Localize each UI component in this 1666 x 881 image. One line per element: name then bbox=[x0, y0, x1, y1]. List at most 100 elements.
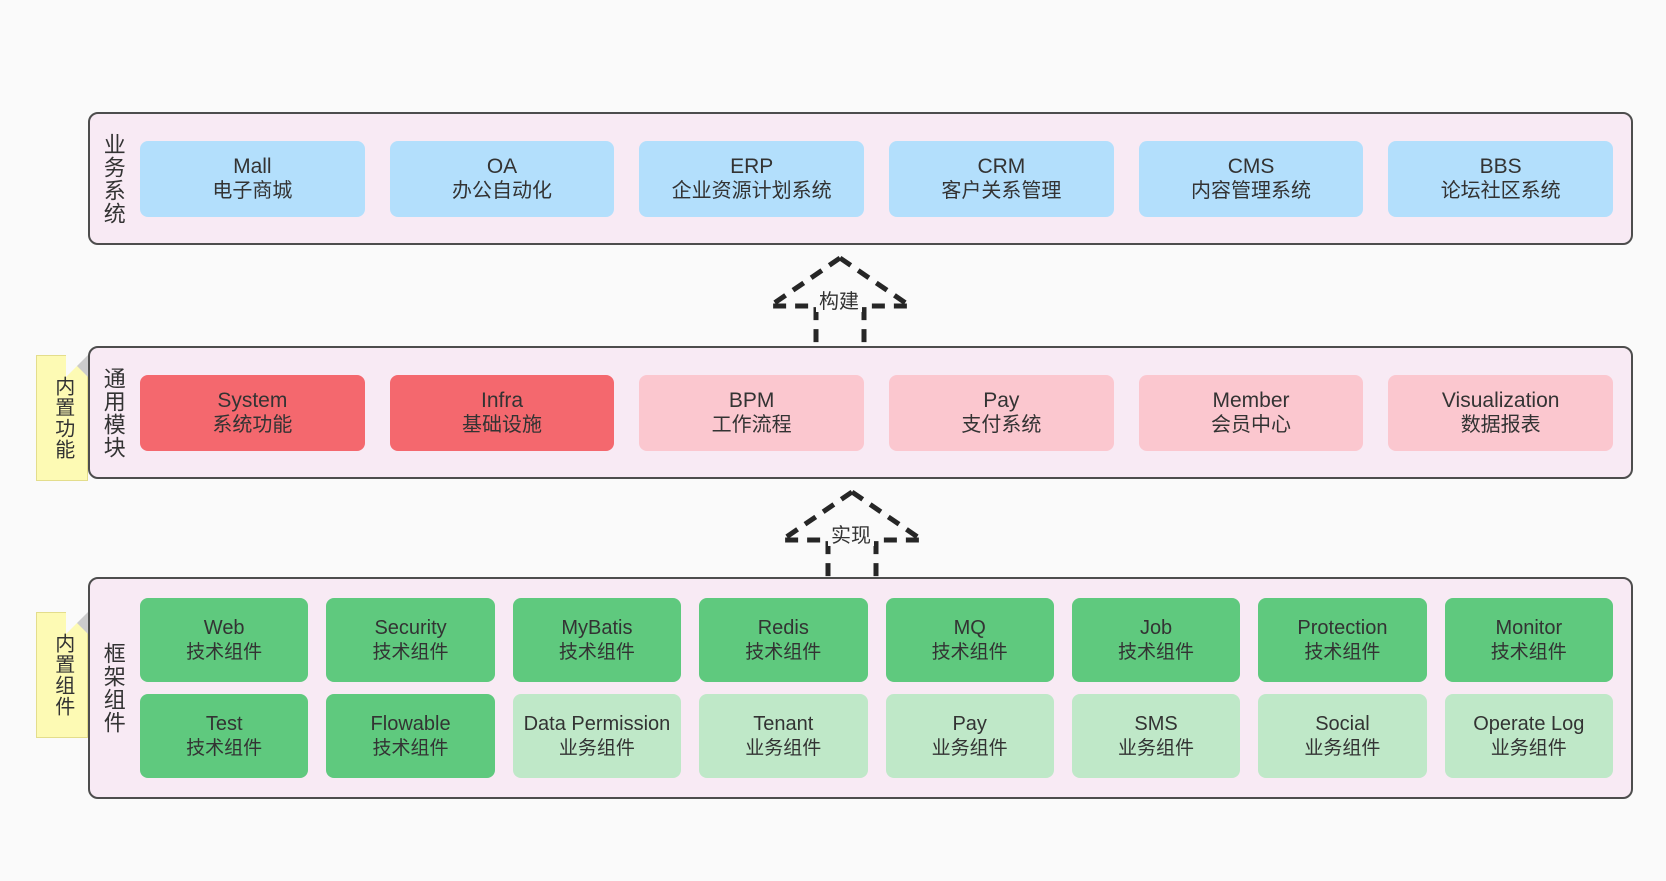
node-title: Member bbox=[1212, 388, 1290, 412]
connector-build-label: 构建 bbox=[816, 292, 862, 312]
node-subtitle: 客户关系管理 bbox=[941, 180, 1062, 203]
node-subtitle: 技术组件 bbox=[186, 737, 263, 759]
node-subtitle: 业务组件 bbox=[745, 737, 822, 759]
node-row: Web 技术组件 Security 技术组件 MyBatis 技术组件 Redi… bbox=[140, 598, 1613, 682]
node-subtitle: 电子商城 bbox=[212, 180, 293, 203]
node-tenant[interactable]: Tenant 业务组件 bbox=[699, 694, 868, 778]
node-cms[interactable]: CMS 内容管理系统 bbox=[1138, 140, 1364, 217]
node-title: Pay bbox=[952, 713, 987, 736]
node-security[interactable]: Security 技术组件 bbox=[326, 598, 495, 682]
node-subtitle: 技术组件 bbox=[745, 641, 822, 663]
node-title: Web bbox=[203, 617, 245, 640]
note-builtin-functions[interactable]: 内置功能 bbox=[36, 355, 88, 481]
layer-title-framework-components: 框架组件 bbox=[100, 642, 126, 734]
node-subtitle: 数据报表 bbox=[1460, 414, 1541, 437]
node-title: Social bbox=[1315, 713, 1370, 736]
connector-implement-label: 实现 bbox=[828, 526, 874, 546]
node-subtitle: 业务组件 bbox=[931, 737, 1008, 759]
node-title: Flowable bbox=[370, 713, 451, 736]
node-member[interactable]: Member 会员中心 bbox=[1138, 374, 1364, 451]
layer-body-business-systems: Mall 电子商城 OA 办公自动化 ERP 企业资源计划系统 CRM 客户关系… bbox=[136, 114, 1631, 243]
node-system[interactable]: System 系统功能 bbox=[140, 374, 365, 451]
node-title: Mall bbox=[233, 154, 272, 178]
layer-body-general-modules: System 系统功能 Infra 基础设施 BPM 工作流程 Pay 支付系统… bbox=[136, 348, 1631, 477]
node-title: Tenant bbox=[753, 713, 814, 736]
layer-general-modules[interactable]: 通用模块 System 系统功能 Infra 基础设施 BPM 工作流程 Pay… bbox=[88, 346, 1633, 479]
node-job[interactable]: Job 技术组件 bbox=[1071, 598, 1241, 682]
layer-title-general-modules: 通用模块 bbox=[100, 366, 126, 459]
node-data-permission[interactable]: Data Permission 业务组件 bbox=[512, 694, 682, 778]
node-subtitle: 技术组件 bbox=[1118, 641, 1195, 663]
node-subtitle: 业务组件 bbox=[558, 737, 635, 759]
node-subtitle: 技术组件 bbox=[931, 641, 1008, 663]
node-subtitle: 办公自动化 bbox=[452, 180, 552, 203]
node-mybatis[interactable]: MyBatis 技术组件 bbox=[512, 598, 682, 682]
connector-build-arrow: 构建 bbox=[760, 255, 920, 346]
node-row: System 系统功能 Infra 基础设施 BPM 工作流程 Pay 支付系统… bbox=[140, 374, 1614, 451]
node-subtitle: 技术组件 bbox=[558, 641, 635, 663]
node-mq[interactable]: MQ 技术组件 bbox=[885, 598, 1054, 682]
node-title: ERP bbox=[730, 154, 774, 178]
node-subtitle: 业务组件 bbox=[1304, 737, 1381, 759]
node-title: OA bbox=[486, 154, 518, 178]
node-subtitle: 技术组件 bbox=[1304, 641, 1381, 663]
node-title: Protection bbox=[1297, 617, 1388, 640]
node-title: MyBatis bbox=[561, 617, 633, 640]
layer-title-business-systems: 业务系统 bbox=[100, 132, 126, 225]
node-web[interactable]: Web 技术组件 bbox=[140, 598, 309, 682]
node-title: Security bbox=[374, 617, 447, 640]
node-title: MQ bbox=[953, 617, 986, 640]
node-title: Visualization bbox=[1441, 388, 1560, 412]
node-title: Test bbox=[205, 713, 243, 736]
node-erp[interactable]: ERP 企业资源计划系统 bbox=[639, 140, 865, 217]
node-title: Data Permission bbox=[523, 713, 671, 736]
node-subtitle: 业务组件 bbox=[1490, 737, 1567, 759]
node-row: Test 技术组件 Flowable 技术组件 Data Permission … bbox=[140, 694, 1613, 778]
node-flowable[interactable]: Flowable 技术组件 bbox=[326, 694, 495, 778]
node-title: SMS bbox=[1134, 713, 1178, 736]
node-title: Pay bbox=[983, 388, 1020, 412]
node-subtitle: 会员中心 bbox=[1211, 414, 1292, 437]
connector-implement-arrow: 实现 bbox=[772, 489, 932, 580]
layer-business-systems[interactable]: 业务系统 Mall 电子商城 OA 办公自动化 ERP 企业资源计划系统 CRM… bbox=[88, 112, 1633, 245]
node-protection[interactable]: Protection 技术组件 bbox=[1258, 598, 1427, 682]
node-redis[interactable]: Redis 技术组件 bbox=[699, 598, 868, 682]
node-sms[interactable]: SMS 业务组件 bbox=[1071, 694, 1241, 778]
node-subtitle: 工作流程 bbox=[711, 414, 792, 437]
node-monitor[interactable]: Monitor 技术组件 bbox=[1444, 598, 1613, 682]
node-crm[interactable]: CRM 客户关系管理 bbox=[889, 140, 1114, 217]
node-mall[interactable]: Mall 电子商城 bbox=[140, 140, 365, 217]
node-subtitle: 支付系统 bbox=[961, 414, 1042, 437]
node-title: Infra bbox=[480, 388, 524, 412]
node-pay[interactable]: Pay 支付系统 bbox=[889, 374, 1114, 451]
layer-framework-components[interactable]: 框架组件 Web 技术组件 Security 技术组件 MyBatis 技术组件… bbox=[88, 577, 1633, 799]
node-title: BPM bbox=[728, 388, 775, 412]
layer-body-framework-components: Web 技术组件 Security 技术组件 MyBatis 技术组件 Redi… bbox=[136, 579, 1631, 797]
node-title: CMS bbox=[1227, 154, 1275, 178]
node-oa[interactable]: OA 办公自动化 bbox=[389, 140, 615, 217]
node-pay-component[interactable]: Pay 业务组件 bbox=[885, 694, 1054, 778]
node-row: Mall 电子商城 OA 办公自动化 ERP 企业资源计划系统 CRM 客户关系… bbox=[140, 140, 1614, 217]
node-infra[interactable]: Infra 基础设施 bbox=[389, 374, 615, 451]
node-title: Redis bbox=[757, 617, 809, 640]
node-subtitle: 业务组件 bbox=[1118, 737, 1195, 759]
node-bbs[interactable]: BBS 论坛社区系统 bbox=[1388, 140, 1614, 217]
node-subtitle: 系统功能 bbox=[212, 414, 293, 437]
node-operate-log[interactable]: Operate Log 业务组件 bbox=[1444, 694, 1613, 778]
node-title: BBS bbox=[1479, 154, 1522, 178]
node-test[interactable]: Test 技术组件 bbox=[140, 694, 309, 778]
node-subtitle: 技术组件 bbox=[372, 737, 449, 759]
node-subtitle: 技术组件 bbox=[372, 641, 449, 663]
note-builtin-components[interactable]: 内置组件 bbox=[36, 612, 88, 738]
node-social[interactable]: Social 业务组件 bbox=[1258, 694, 1427, 778]
node-visualization[interactable]: Visualization 数据报表 bbox=[1388, 374, 1614, 451]
node-title: Monitor bbox=[1495, 617, 1563, 640]
node-subtitle: 技术组件 bbox=[186, 641, 263, 663]
node-title: CRM bbox=[977, 154, 1026, 178]
node-bpm[interactable]: BPM 工作流程 bbox=[639, 374, 865, 451]
node-subtitle: 内容管理系统 bbox=[1191, 180, 1312, 203]
note-fold-icon bbox=[66, 612, 88, 634]
note-fold-icon bbox=[66, 355, 88, 377]
node-title: Operate Log bbox=[1473, 713, 1585, 736]
